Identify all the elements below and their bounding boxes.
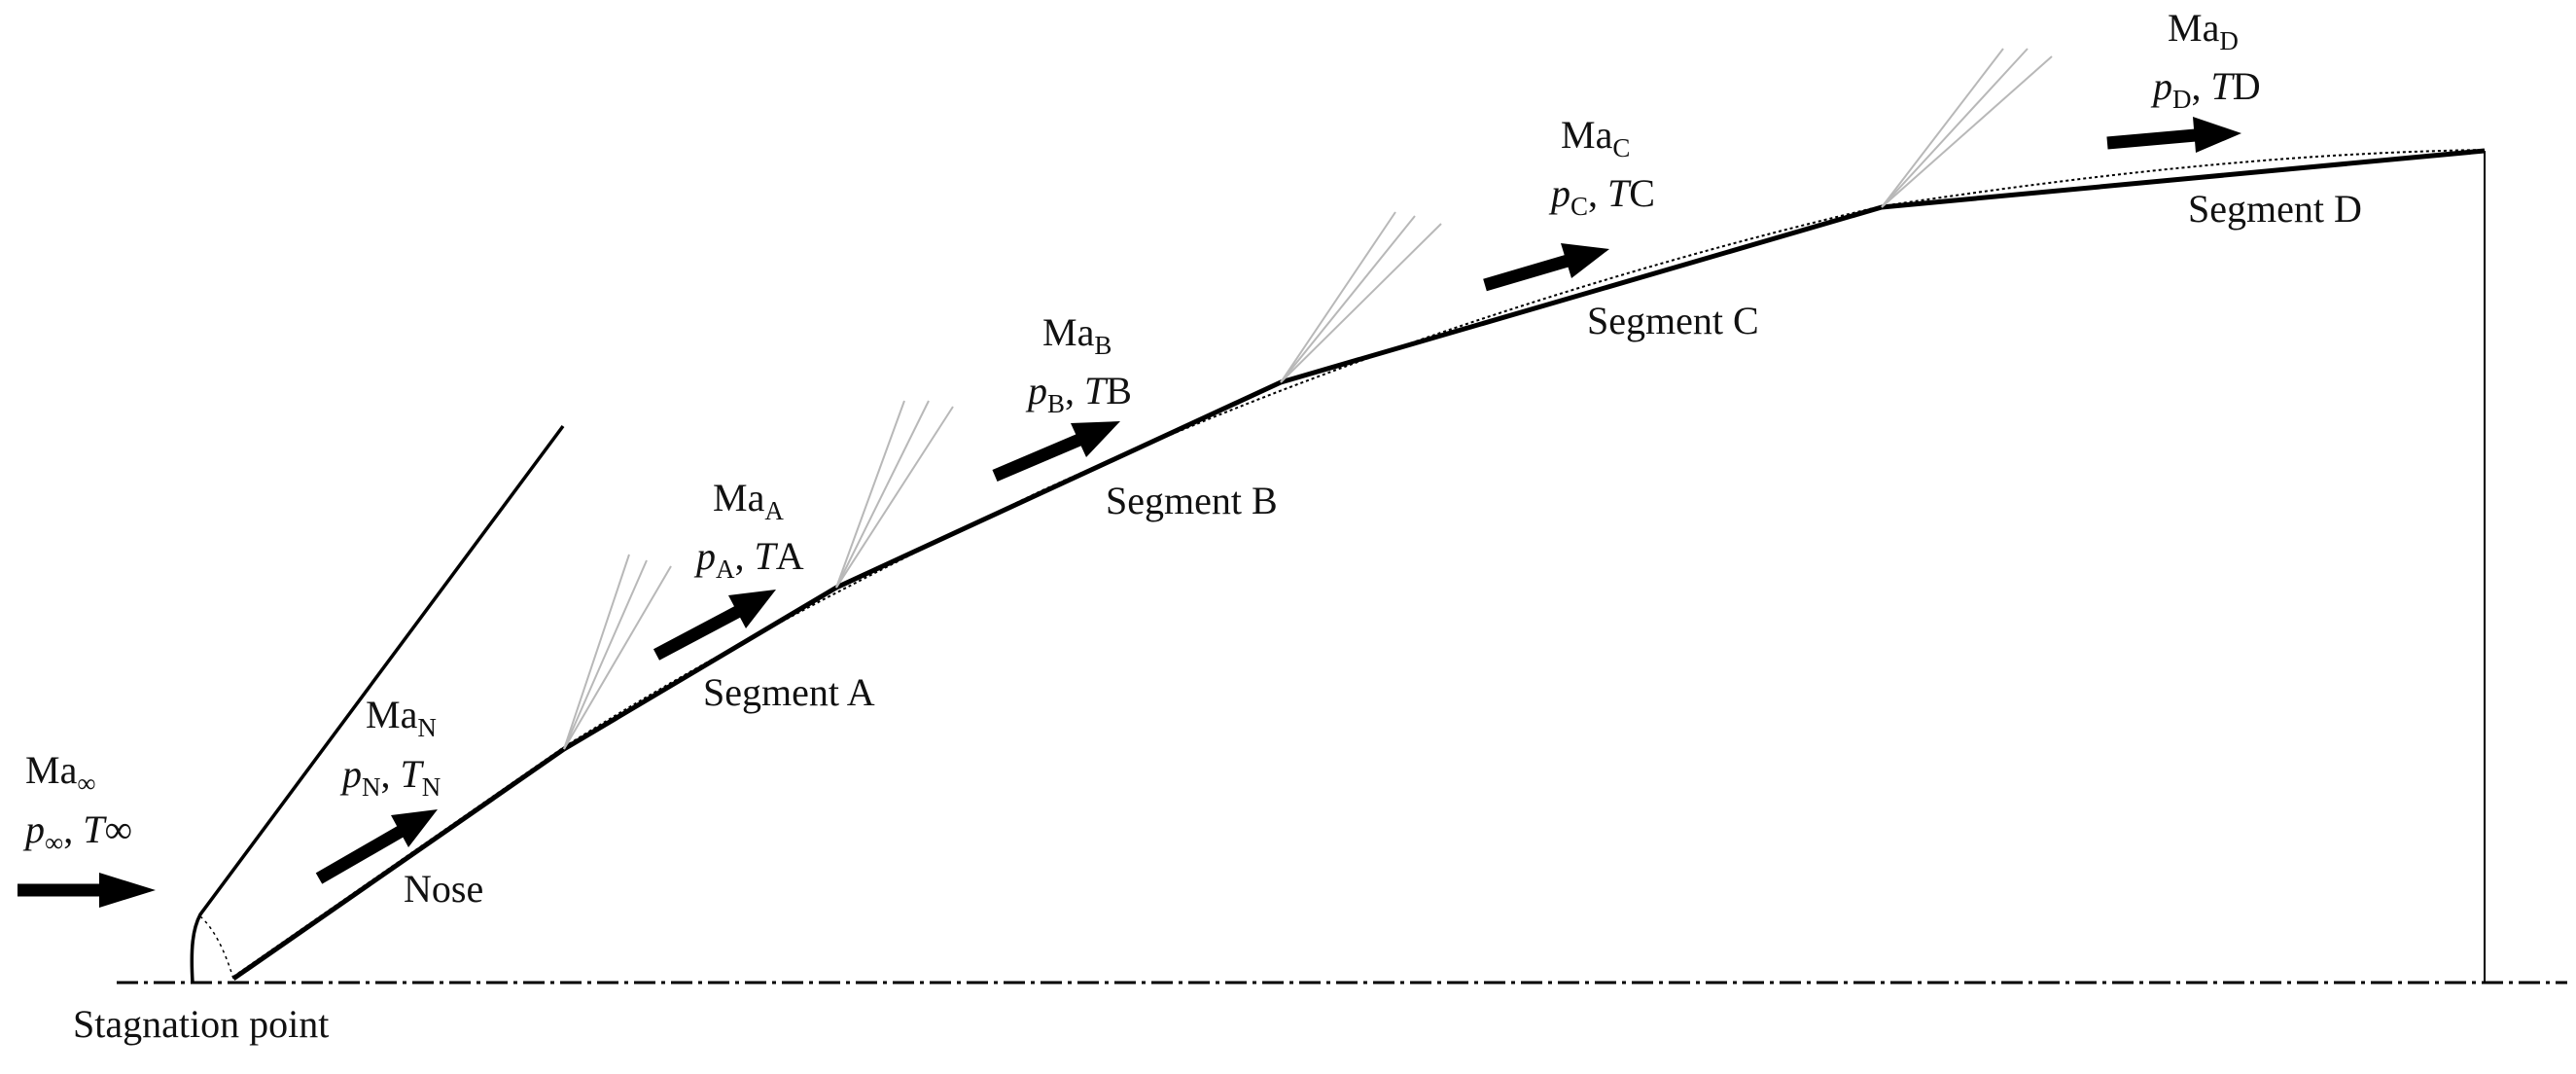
- flow-arrow-segment-d: [2106, 117, 2241, 153]
- flow-arrow-segment-a: [653, 590, 776, 661]
- segment-d-label: Segment D: [2188, 187, 2362, 231]
- nose-label: Nose: [404, 867, 483, 911]
- expansion-fan-c-d: [1881, 48, 2053, 208]
- expansion-fan-nose-a: [563, 554, 672, 750]
- freestream-mach-label: Ma∞: [25, 748, 96, 798]
- nose-mach-label: MaN: [366, 693, 437, 742]
- segment-b-state-label: pB, TB: [1025, 369, 1132, 418]
- sonic-line: [199, 915, 234, 980]
- segment-b-label: Segment B: [1106, 479, 1278, 522]
- flow-arrow-segment-b: [992, 421, 1120, 482]
- segment-c-state-label: pC, TC: [1548, 171, 1655, 221]
- smooth-contour: [232, 149, 2486, 978]
- segment-a-label: Segment A: [703, 670, 875, 714]
- flow-arrow-segment-c: [1483, 243, 1609, 292]
- body-contour: [231, 148, 2486, 982]
- nose-state-label: pN, TN: [339, 752, 441, 802]
- segment-d-state-label: pD, TD: [2150, 64, 2261, 114]
- segment-a-state-label: pA, TA: [693, 534, 804, 584]
- expansion-fan-a-b: [835, 400, 954, 589]
- bow-shock: [190, 424, 565, 984]
- segment-b-mach-label: MaB: [1042, 310, 1112, 360]
- flow-arrow-nose: [315, 809, 438, 884]
- freestream-state-label: p∞, T∞: [22, 807, 132, 857]
- segment-c-mach-label: MaC: [1561, 113, 1630, 162]
- segment-d-mach-label: MaD: [2168, 6, 2239, 55]
- segment-c-label: Segment C: [1587, 299, 1759, 342]
- segment-a-mach-label: MaA: [713, 476, 784, 525]
- flow-arrow-freestream: [18, 873, 156, 908]
- stagnation-point-label: Stagnation point: [73, 1002, 329, 1046]
- expansion-fan-b-c: [1280, 211, 1442, 383]
